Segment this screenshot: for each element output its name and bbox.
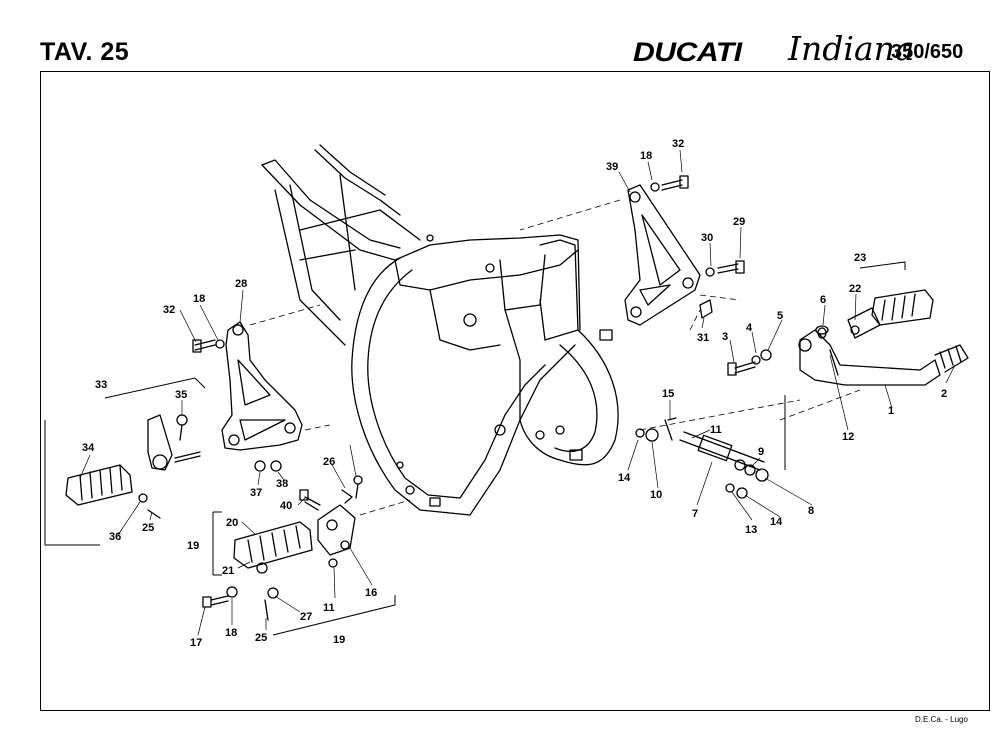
callout-23: 23	[854, 252, 866, 264]
model-name: Indiana	[788, 29, 915, 68]
callout-30: 30	[701, 232, 713, 244]
callout-29: 29	[733, 216, 745, 228]
callout-39: 39	[606, 161, 618, 173]
callout-6: 6	[820, 294, 826, 306]
callout-28: 28	[235, 278, 247, 290]
callout-9: 9	[758, 446, 764, 458]
left-passenger-footpeg	[65, 414, 201, 519]
callout-13: 13	[745, 524, 757, 536]
brand-name: DUCATI	[633, 37, 742, 67]
callout-11a: 11	[710, 424, 722, 436]
right-side-fasteners	[650, 175, 839, 376]
callout-22: 22	[849, 283, 861, 295]
callout-12: 12	[842, 431, 854, 443]
callout-19a: 19	[187, 540, 199, 552]
callout-25a: 25	[142, 522, 154, 534]
callout-26: 26	[323, 456, 335, 468]
callout-40: 40	[280, 500, 292, 512]
part-callouts: 1 2 3 4 5 6 7 8 9 10 11 11 11 12 13 14 1…	[82, 138, 947, 649]
callout-4: 4	[746, 322, 753, 334]
callout-18c: 18	[225, 627, 237, 639]
callout-17: 17	[190, 637, 202, 649]
callout-18b: 18	[193, 293, 205, 305]
callout-36: 36	[109, 531, 121, 543]
callout-25b: 25	[255, 632, 267, 644]
table-title: TAV. 25	[40, 38, 130, 66]
diagram-border	[40, 71, 990, 711]
callout-11b: 11	[323, 602, 335, 614]
callout-3: 3	[722, 331, 728, 343]
callout-33: 33	[95, 379, 107, 391]
callout-15: 15	[662, 388, 674, 400]
callout-32a: 32	[672, 138, 684, 150]
callout-5: 5	[777, 310, 783, 322]
callout-14a: 14	[618, 472, 631, 484]
callout-20: 20	[226, 517, 238, 529]
callout-14b: 14	[770, 516, 783, 528]
callout-31: 31	[697, 332, 709, 344]
callout-8: 8	[808, 505, 814, 517]
brand-logo: DUCATI Indiana 350/650	[633, 29, 973, 70]
pivot-shaft-assembly	[635, 417, 769, 499]
callout-1: 1	[888, 405, 894, 417]
callout-10: 10	[650, 489, 662, 501]
left-rider-footpeg	[233, 475, 363, 574]
model-displacement: 350/650	[891, 41, 964, 63]
callout-38: 38	[276, 478, 288, 490]
callout-16: 16	[365, 587, 377, 599]
motorcycle-frame	[261, 144, 619, 516]
callout-2: 2	[941, 388, 947, 400]
left-lower-fasteners	[192, 339, 282, 621]
callout-18a: 18	[640, 150, 652, 162]
credit-text: D.E.Ca. - Lugo	[915, 715, 968, 724]
brake-pedal	[798, 325, 969, 386]
callout-35: 35	[175, 389, 187, 401]
callout-37: 37	[250, 487, 262, 499]
left-footrest-bracket	[221, 321, 303, 451]
alignment-lines	[249, 199, 861, 516]
group-brackets	[44, 261, 906, 636]
callout-21: 21	[222, 565, 234, 577]
callout-19b: 19	[333, 634, 345, 646]
callout-27: 27	[300, 611, 312, 623]
callout-34: 34	[82, 442, 95, 454]
right-footrest-bracket	[624, 184, 701, 326]
callout-7: 7	[692, 508, 698, 520]
callout-32b: 32	[163, 304, 175, 316]
right-passenger-footpeg	[847, 289, 934, 339]
leader-lines	[79, 149, 956, 636]
